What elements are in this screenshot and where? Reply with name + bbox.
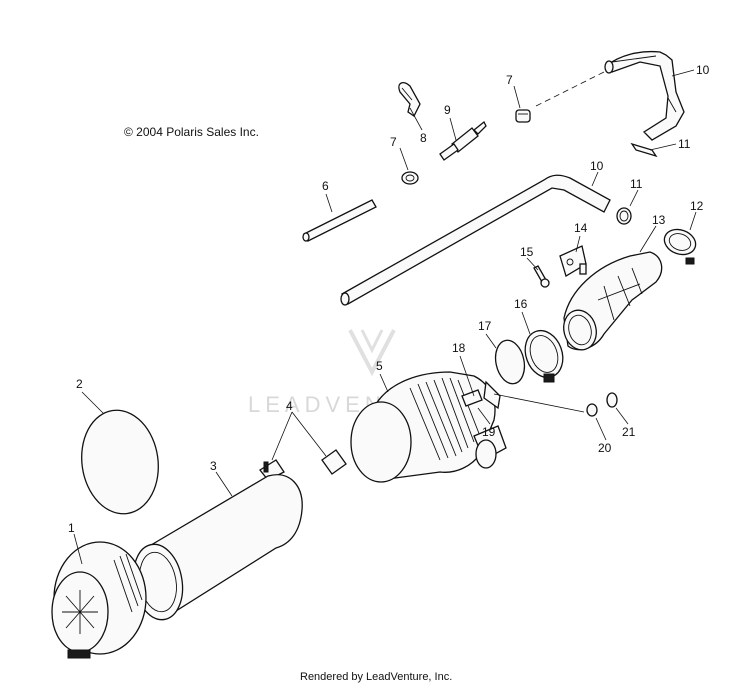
copyright-text: © 2004 Polaris Sales Inc. <box>124 125 259 139</box>
callout-14: 14 <box>574 221 588 235</box>
part-14-sensor <box>559 245 587 277</box>
part-11-lower-clamp <box>616 207 632 225</box>
footer-credit: Rendered by LeadVenture, Inc. <box>300 671 452 683</box>
part-16-hose-clamp <box>524 329 564 383</box>
part-10-lower-breather-tube <box>340 174 611 306</box>
part-1-cover <box>51 541 147 659</box>
callout-11-upper: 11 <box>678 137 691 151</box>
part-8-strap <box>398 81 421 117</box>
callout-6: 6 <box>322 179 329 193</box>
callout-17: 17 <box>478 319 492 333</box>
callout-11-lower: 11 <box>630 177 643 191</box>
part-11-upper-clamp <box>630 142 658 158</box>
part-17-gasket <box>494 339 526 385</box>
callout-12: 12 <box>690 199 704 213</box>
callout-8: 8 <box>420 131 427 145</box>
part-20-plug <box>586 403 598 417</box>
part-10-upper-breather-hose <box>604 50 685 141</box>
part-9-check-valve <box>439 120 487 161</box>
callout-10-upper: 10 <box>696 63 710 77</box>
part-21-plug <box>606 392 618 408</box>
callout-9: 9 <box>444 103 451 117</box>
part-7-lower-clamp <box>401 171 419 185</box>
callout-20: 20 <box>598 441 612 455</box>
callout-2: 2 <box>76 377 83 391</box>
part-12-hose-clamp <box>663 228 697 265</box>
callout-7-upper: 7 <box>506 73 513 87</box>
callout-19: 19 <box>482 425 496 439</box>
callout-18: 18 <box>452 341 466 355</box>
leader-lines <box>73 69 697 565</box>
part-6-short-tube <box>302 199 377 242</box>
part-2-gasket-ring <box>81 409 159 515</box>
callout-4: 4 <box>286 399 293 413</box>
callout-5: 5 <box>376 359 383 373</box>
callout-15: 15 <box>520 245 534 259</box>
part-13-intake-duct <box>563 251 663 351</box>
callout-16: 16 <box>514 297 528 311</box>
leader-valve-to-20 <box>493 393 585 413</box>
leader-hose-10-upper <box>535 71 605 107</box>
callout-3: 3 <box>210 459 217 473</box>
callout-13: 13 <box>652 213 666 227</box>
callout-10-lower: 10 <box>590 159 604 173</box>
part-7-upper-clamp <box>515 109 531 123</box>
callout-21: 21 <box>622 425 636 439</box>
callout-7-lower: 7 <box>390 135 397 149</box>
part-15-screw <box>533 265 550 288</box>
callout-1: 1 <box>68 521 75 535</box>
part-3-filter-element <box>132 474 303 621</box>
